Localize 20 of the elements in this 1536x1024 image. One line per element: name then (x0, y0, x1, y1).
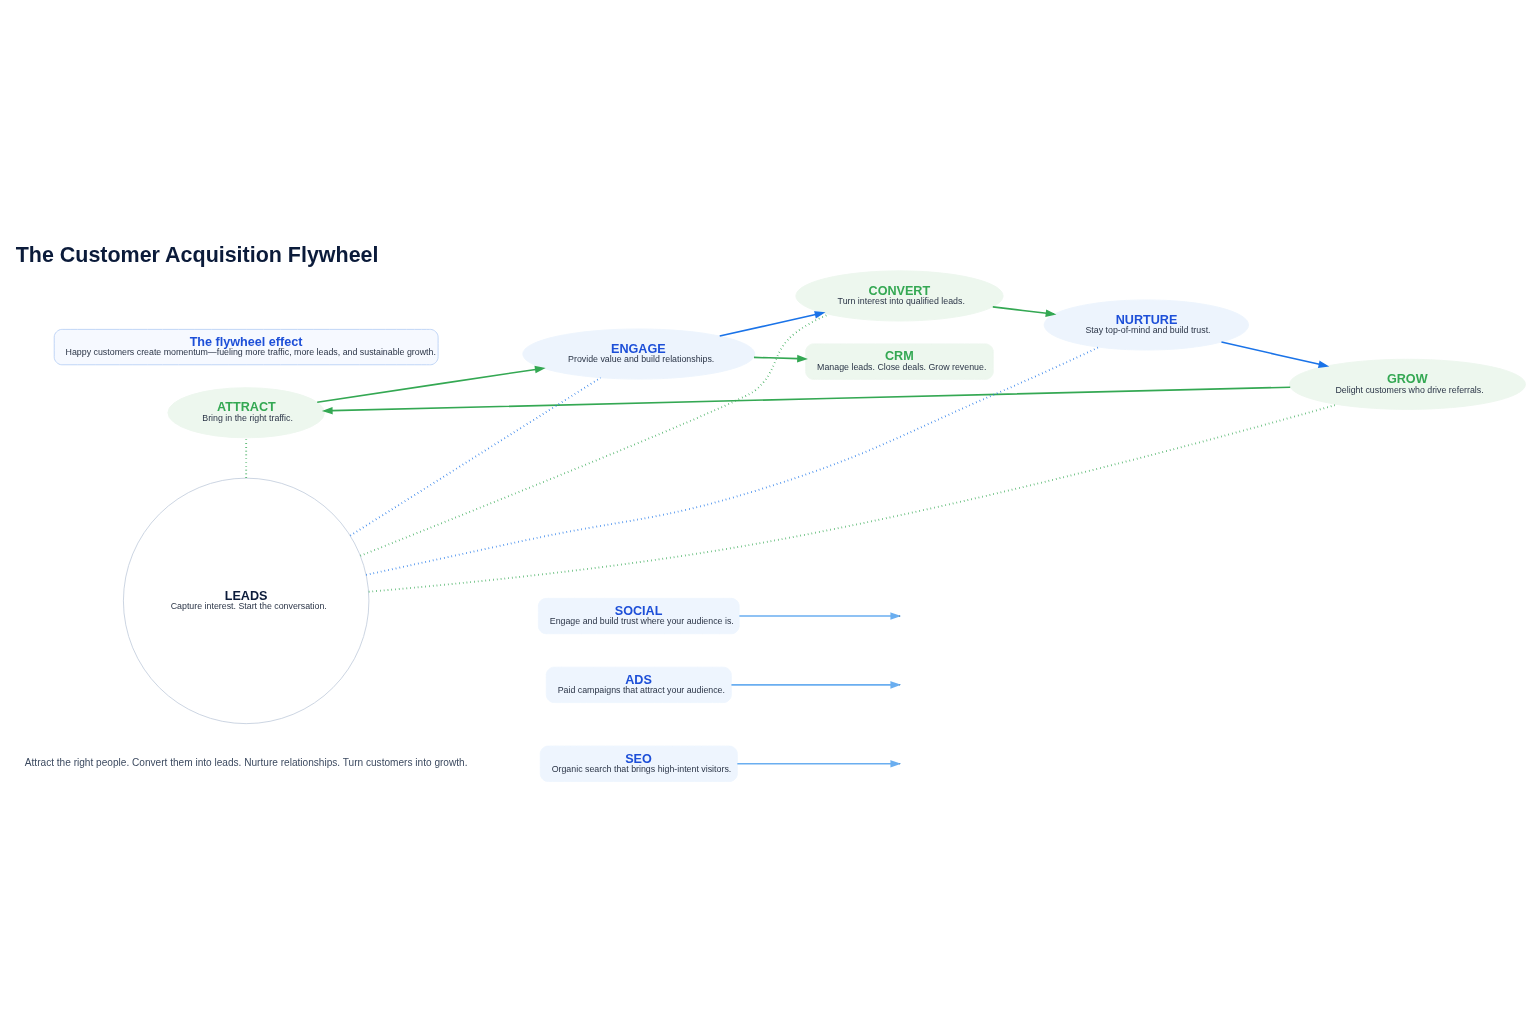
node-circle: LEADS Capture interest. Start the conversation. (122, 477, 370, 725)
node-box: The flywheel effect Happy customers create momentum—fueling more traffic, more leads, and sustainable growth. (53, 328, 439, 366)
arrow (992, 306, 1057, 317)
label: Attract the right people. Convert them into leads. Nurture relationships. Turn customers into growth. (24, 757, 468, 769)
connector (245, 437, 248, 479)
node-box: ADS Paid campaigns that attract your audience. (545, 666, 732, 704)
node-ellipse: ENGAGE Provide value and build relationships. (522, 328, 756, 380)
node-box: SEO Organic search that brings high-intent visitors. (539, 745, 738, 782)
diagram-title: The Customer Acquisition Flywheel (15, 242, 379, 267)
arrow (718, 311, 826, 337)
connector (365, 346, 1100, 576)
arrow (753, 354, 808, 363)
node-box: CRM Manage leads. Close deals. Grow revenue. (805, 343, 994, 380)
arrow (730, 681, 902, 689)
node-ellipse: ATTRACT Bring in the right traffic. (167, 387, 325, 439)
arrow (321, 386, 1291, 415)
arrow (1220, 341, 1330, 368)
arrow (316, 365, 546, 403)
arrow (736, 760, 902, 768)
node-box: SOCIAL Engage and build trust where your audience is. (537, 597, 740, 635)
